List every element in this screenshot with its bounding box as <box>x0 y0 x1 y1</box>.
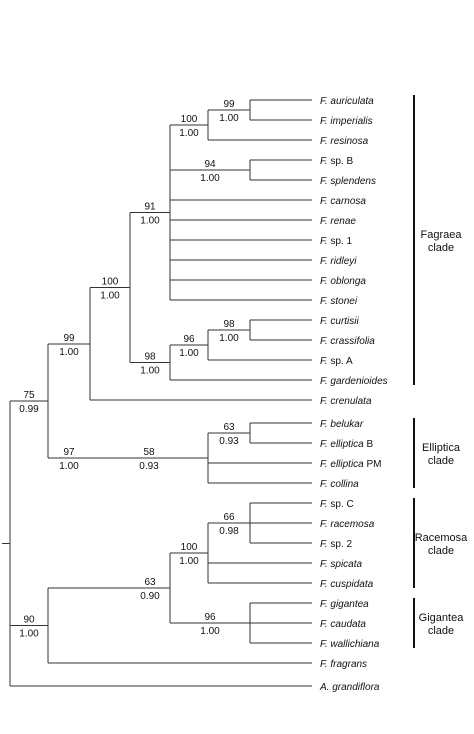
clade-name: Racemosa <box>415 532 468 544</box>
bootstrap-value: 58 <box>143 447 155 458</box>
clade-name: Fagraea <box>421 229 463 241</box>
bootstrap-value: 100 <box>181 114 198 125</box>
posterior-value: 1.00 <box>140 366 160 377</box>
taxon-label: F. splendens <box>320 176 376 187</box>
taxon-label: F. caudata <box>320 619 366 630</box>
taxon-label: F. sp. 1 <box>320 236 353 247</box>
bootstrap-value: 100 <box>102 277 119 288</box>
bootstrap-value: 75 <box>23 390 35 401</box>
bootstrap-value: 97 <box>63 447 75 458</box>
taxon-label: F. auriculata <box>320 96 374 107</box>
taxon-label: F. gigantea <box>320 599 369 610</box>
bootstrap-value: 96 <box>183 334 195 345</box>
taxon-label: F. collina <box>320 479 359 490</box>
clade-label: clade <box>428 242 454 254</box>
bootstrap-value: 63 <box>223 422 235 433</box>
clade-label: clade <box>428 455 454 467</box>
bootstrap-value: 94 <box>204 159 216 170</box>
taxon-label: F. wallichiana <box>320 639 380 650</box>
bootstrap-value: 90 <box>23 615 35 626</box>
taxon-label: F. elliptica PM <box>320 459 382 470</box>
taxon-label: F. racemosa <box>320 519 375 530</box>
posterior-value: 1.00 <box>219 333 239 344</box>
taxon-label: F. ridleyi <box>320 256 357 267</box>
taxon-label: F. resinosa <box>320 136 369 147</box>
taxon-label: F. curtisii <box>320 316 359 327</box>
bootstrap-value: 66 <box>223 512 235 523</box>
posterior-value: 1.00 <box>219 113 239 124</box>
bootstrap-value: 96 <box>204 612 216 623</box>
posterior-value: 1.00 <box>59 461 79 472</box>
clade-label: clade <box>428 545 454 557</box>
taxon-label: F. crenulata <box>320 396 372 407</box>
support-labels: 99 1.00 100 1.00 94 1.00 91 1.00 98 1.00 96 1.00 98 1… <box>19 99 239 640</box>
clade-name: Gigantea <box>419 612 465 624</box>
taxon-label: F. sp. 2 <box>320 539 353 550</box>
clade-brackets: FagraeacladeEllipticacladeRacemosacladeG… <box>413 95 468 648</box>
taxon-label: F. sp. C <box>320 499 354 510</box>
bootstrap-value: 63 <box>144 577 156 588</box>
posterior-value: 0.90 <box>140 591 160 602</box>
posterior-value: 0.99 <box>19 404 39 415</box>
taxon-label: F. stonei <box>320 296 358 307</box>
clade-label: clade <box>428 625 454 637</box>
bootstrap-value: 91 <box>144 202 156 213</box>
bootstrap-value: 100 <box>181 542 198 553</box>
taxon-label: F. sp. A <box>320 356 353 367</box>
bootstrap-value: 99 <box>223 99 235 110</box>
posterior-value: 0.93 <box>219 436 239 447</box>
tree-branches <box>2 99 312 687</box>
bootstrap-value: 98 <box>144 352 156 363</box>
posterior-value: 1.00 <box>200 626 220 637</box>
posterior-value: 1.00 <box>100 291 120 302</box>
taxon-label: F. elliptica B <box>320 439 374 450</box>
taxon-label: F. cuspidata <box>320 579 374 590</box>
taxon-label: F. gardenioides <box>320 376 388 387</box>
taxon-label: A. grandiflora <box>319 682 380 693</box>
posterior-value: 0.98 <box>219 526 239 537</box>
bootstrap-value: 99 <box>63 333 75 344</box>
taxon-label: F. sp. B <box>320 156 354 167</box>
taxon-label: F. spicata <box>320 559 362 570</box>
taxon-label: F. renae <box>320 216 356 227</box>
posterior-value: 1.00 <box>19 629 39 640</box>
posterior-value: 1.00 <box>59 347 79 358</box>
taxon-label: F. oblonga <box>320 276 366 287</box>
posterior-value: 1.00 <box>179 556 199 567</box>
taxon-label: F. crassifolia <box>320 336 375 347</box>
posterior-value: 1.00 <box>179 348 199 359</box>
bootstrap-value: 98 <box>223 319 235 330</box>
posterior-value: 1.00 <box>140 216 160 227</box>
taxon-label: F. fragrans <box>320 659 367 670</box>
clade-name: Elliptica <box>422 442 461 454</box>
taxon-label: F. carnosa <box>320 196 366 207</box>
posterior-value: 1.00 <box>179 128 199 139</box>
taxon-labels: F. auriculata F. imperialis F. resinosa F. … <box>319 96 388 693</box>
taxon-label: F. belukar <box>320 419 364 430</box>
posterior-value: 0.93 <box>139 461 159 472</box>
taxon-label: F. imperialis <box>320 116 373 127</box>
posterior-value: 1.00 <box>200 173 220 184</box>
